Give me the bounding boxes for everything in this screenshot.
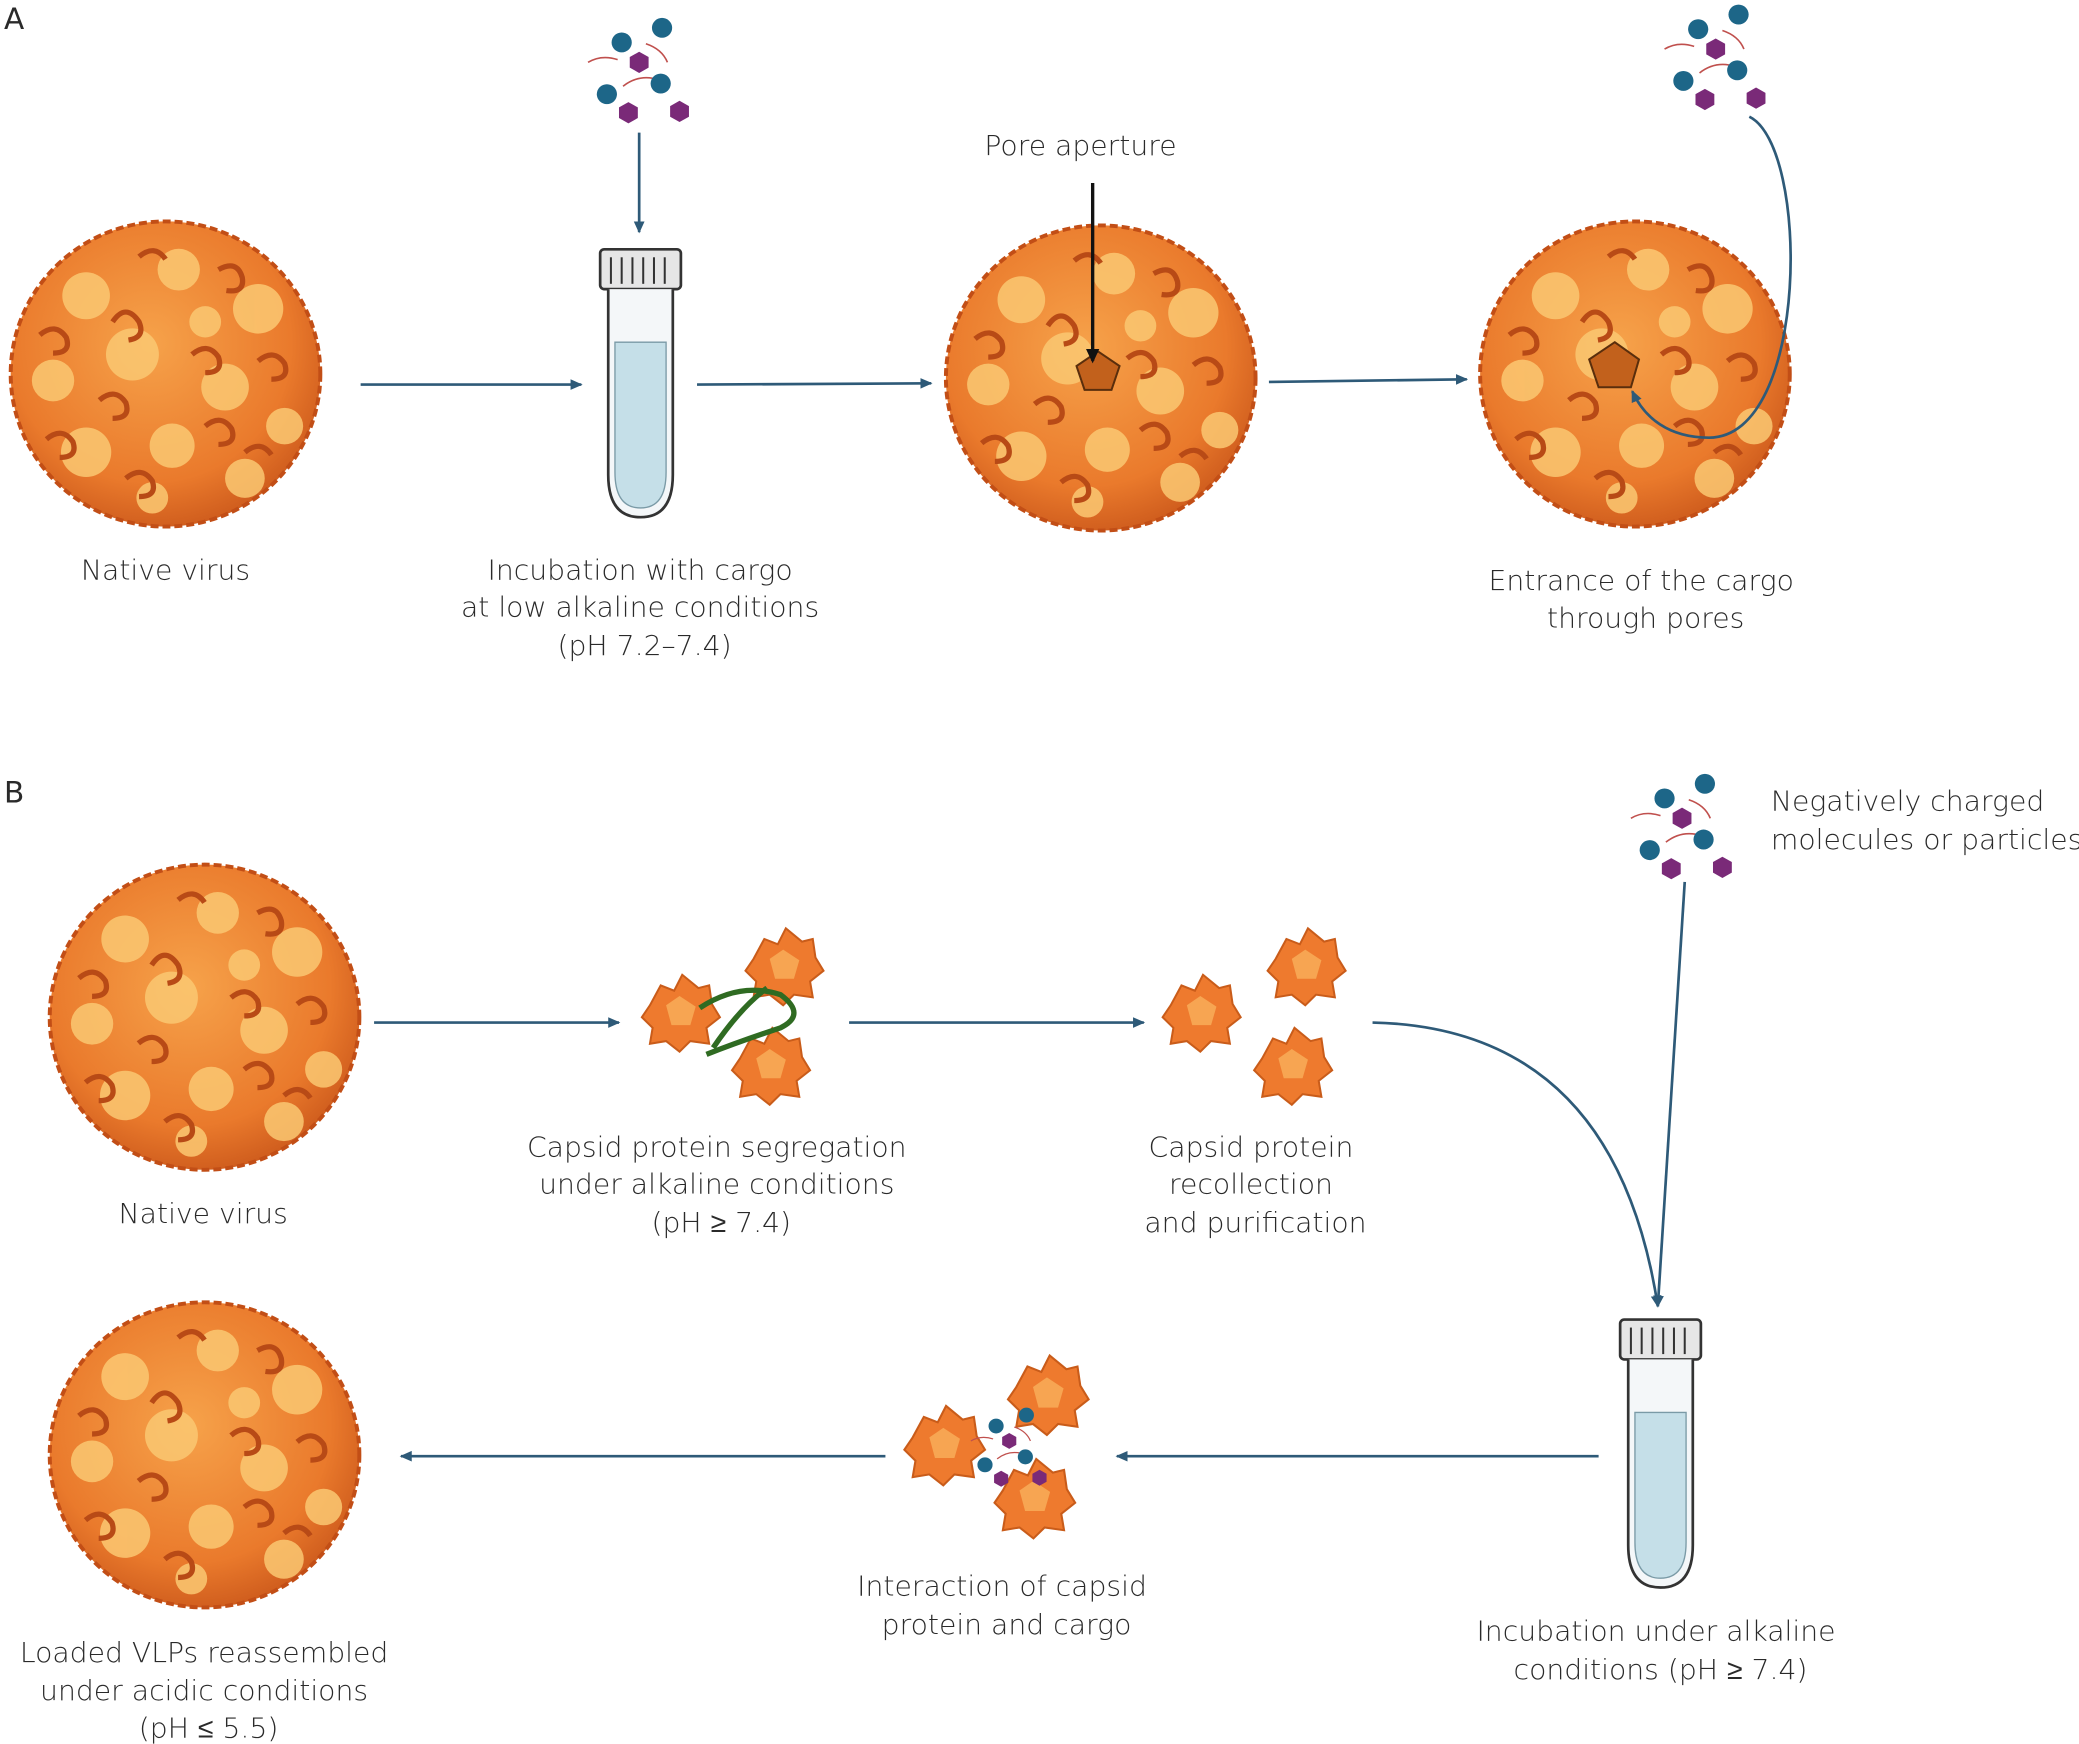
arrow-a3 <box>1268 374 1469 385</box>
native-virus-b <box>50 865 360 1170</box>
cargo-cluster-a2 <box>1663 3 1767 111</box>
label-pore-aperture: Pore aperture <box>984 129 1176 162</box>
segregated-capsid-proteins <box>640 927 825 1106</box>
label-interaction: Interaction of capsid protein and cargo <box>857 1570 1156 1641</box>
label-incubation-a: Incubation with cargo at low alkaline co… <box>461 554 828 662</box>
label-entrance: Entrance of the cargo through pores <box>1489 564 1803 634</box>
pore-pentagon-icon <box>1587 340 1641 389</box>
loaded-vlp <box>50 1302 360 1607</box>
test-tube-b <box>1618 1318 1703 1589</box>
label-native-virus-a: Native virus <box>81 554 250 587</box>
arrow-cargo-into-pore <box>1631 115 1792 439</box>
arrow-b3 <box>1372 1021 1662 1308</box>
purified-capsid-proteins <box>1161 927 1347 1106</box>
arrow-cargo-to-tube-b <box>1653 881 1687 1308</box>
label-incubation-b: Incubation under alkaline conditions (pH… <box>1476 1615 1844 1686</box>
label-recollection: Capsid protein recollection and purifica… <box>1144 1131 1366 1239</box>
label-native-virus-b: Native virus <box>119 1197 288 1230</box>
label-negatively-charged: Negatively charged molecules or particle… <box>1771 785 2079 856</box>
test-tube-a <box>598 247 683 519</box>
arrow-a2 <box>697 378 933 389</box>
cargo-cluster-b <box>1630 773 1733 881</box>
capsid-cargo-interaction <box>903 1354 1090 1540</box>
native-virus-a <box>11 221 321 526</box>
label-loaded-vlps: Loaded VLPs reassembled under acidic con… <box>20 1636 397 1744</box>
cargo-cluster-a <box>587 17 690 125</box>
label-segregation: Capsid protein segregation under alkalin… <box>527 1131 916 1239</box>
panel-label-b: B <box>4 776 24 810</box>
panel-label-a: A <box>4 2 24 36</box>
